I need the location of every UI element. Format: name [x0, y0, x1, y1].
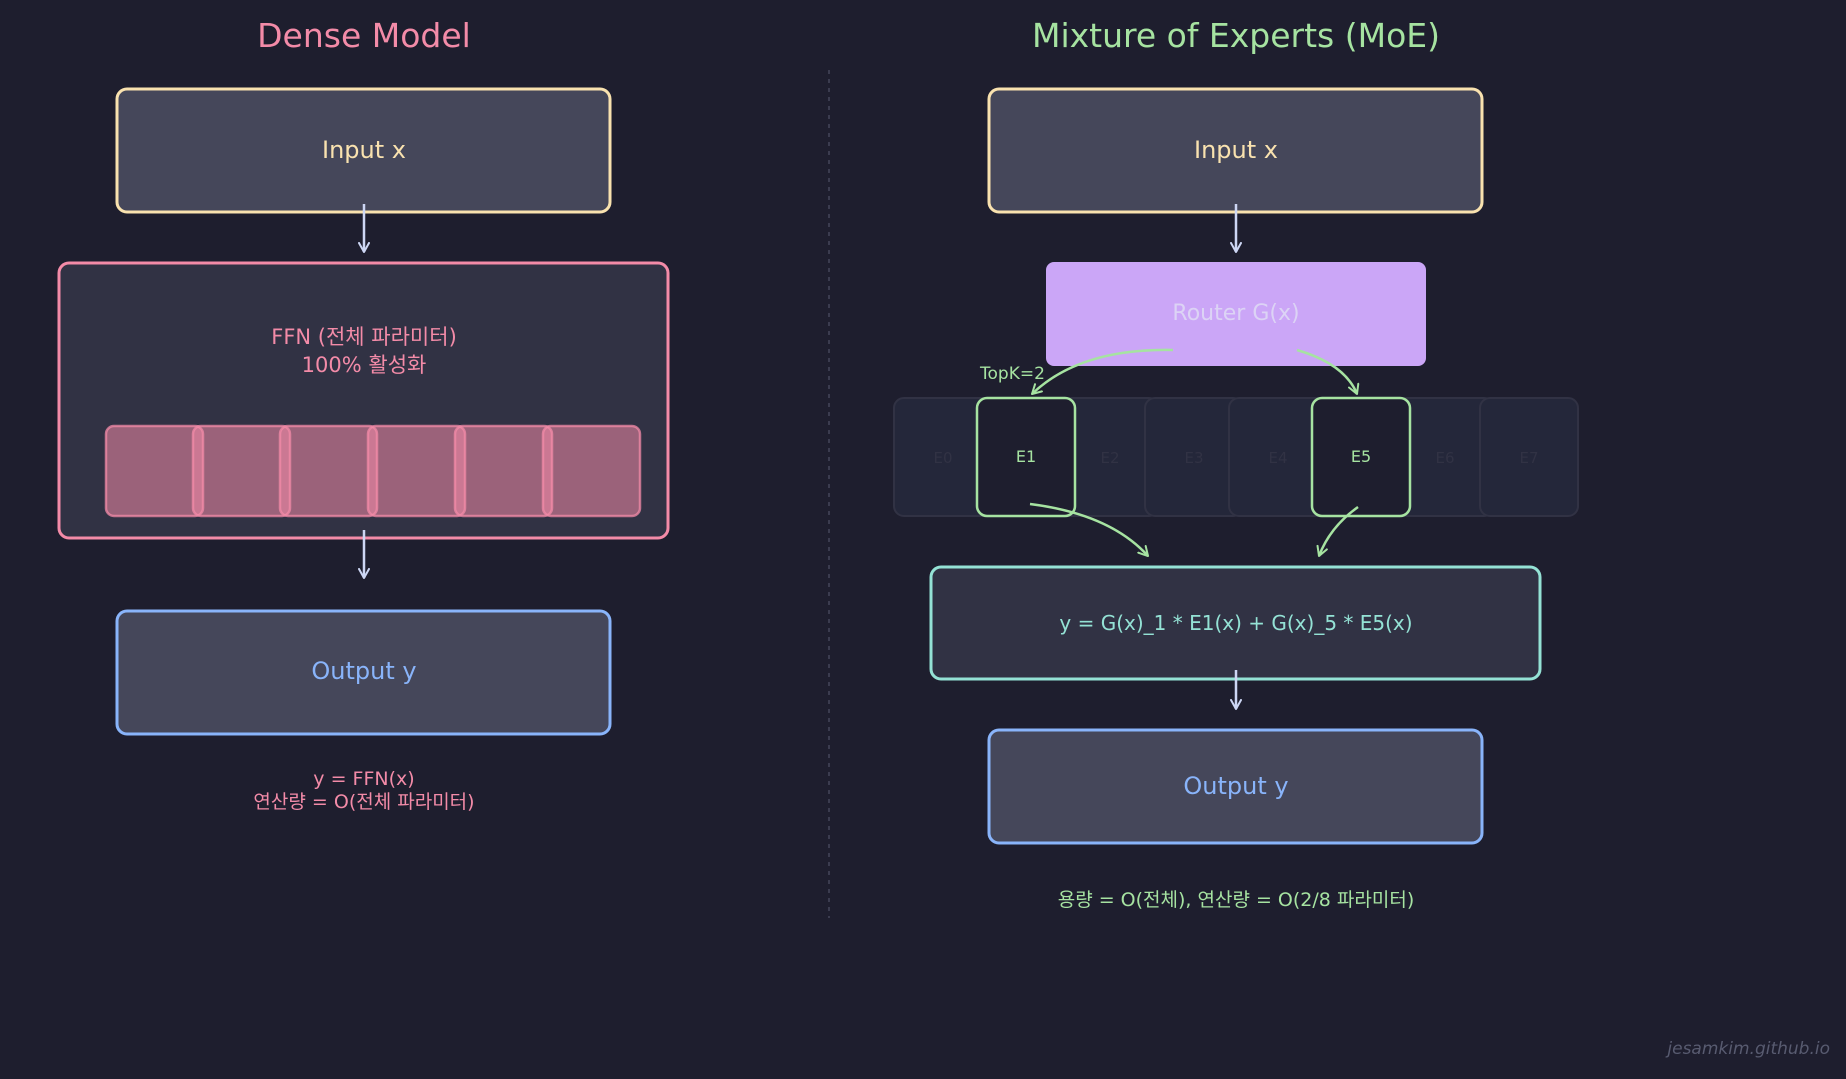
moe-title: Mixture of Experts (MoE): [1032, 16, 1440, 55]
dense-neuron-cell: [278, 424, 379, 518]
dense-neuron-cell: [366, 424, 467, 518]
dense-formula-line1: y = FFN(x): [313, 768, 414, 790]
moe-expert-e2: E2: [1060, 397, 1160, 517]
moe-expert-e5: E5: [1310, 396, 1412, 518]
moe-expert-e0: E0: [893, 397, 993, 517]
moe-arrow-router-e1: [1031, 348, 1174, 395]
expert-label: E1: [1016, 447, 1036, 466]
moe-topk-label: TopK=2: [979, 364, 1045, 384]
dense-ffn-line2: 100% 활성화: [302, 353, 427, 377]
expert-label: E4: [1268, 449, 1287, 467]
dense-neuron-cell: [104, 424, 205, 518]
moe-input-label: Input x: [1194, 136, 1278, 164]
expert-label: E0: [933, 449, 952, 467]
expert-label: E6: [1435, 449, 1454, 467]
dense-formula-line2: 연산량 = O(전체 파라미터): [253, 791, 474, 813]
moe-combine-formula: y = G(x)_1 * E1(x) + G(x)_5 * E5(x): [1059, 611, 1412, 635]
dense-input-node: Input x: [115, 87, 612, 214]
moe-arrow-router-e5: [1296, 348, 1360, 395]
expert-label: E5: [1351, 447, 1371, 466]
dense-input-label: Input x: [322, 136, 406, 164]
dense-ffn-line1: FFN (전체 파라미터): [271, 325, 457, 349]
dense-neuron-cell: [541, 424, 642, 518]
dense-ffn-block: FFN (전체 파라미터) 100% 활성화: [57, 261, 670, 540]
dense-neuron-cell: [453, 424, 554, 518]
dense-neuron-cell: [191, 424, 292, 518]
watermark: jesamkim.github.io: [1665, 1039, 1830, 1059]
moe-output-label: Output y: [1183, 772, 1288, 800]
moe-arrow-e1-combine: [1029, 502, 1149, 557]
moe-router-label: Router G(x): [1172, 301, 1299, 326]
expert-label: E2: [1100, 449, 1119, 467]
moe-router-node: Router G(x): [1046, 262, 1426, 366]
moe-input-node: Input x: [987, 87, 1484, 214]
dense-output-node: Output y: [115, 609, 612, 736]
expert-label: E3: [1184, 449, 1203, 467]
dense-output-label: Output y: [311, 657, 416, 685]
moe-output-node: Output y: [987, 728, 1484, 845]
moe-expert-e1: E1: [975, 396, 1077, 518]
moe-expert-e3: E3: [1144, 397, 1244, 517]
expert-label: E7: [1519, 449, 1538, 467]
moe-arrow-e5-combine: [1316, 505, 1359, 557]
moe-combine-node: y = G(x)_1 * E1(x) + G(x)_5 * E5(x): [929, 565, 1542, 681]
moe-expert-e7: E7: [1479, 397, 1579, 517]
dense-neuron-cells: [104, 424, 642, 518]
dense-title: Dense Model: [257, 16, 471, 55]
moe-summary: 용량 = O(전체), 연산량 = O(2/8 파라미터): [1058, 889, 1415, 911]
